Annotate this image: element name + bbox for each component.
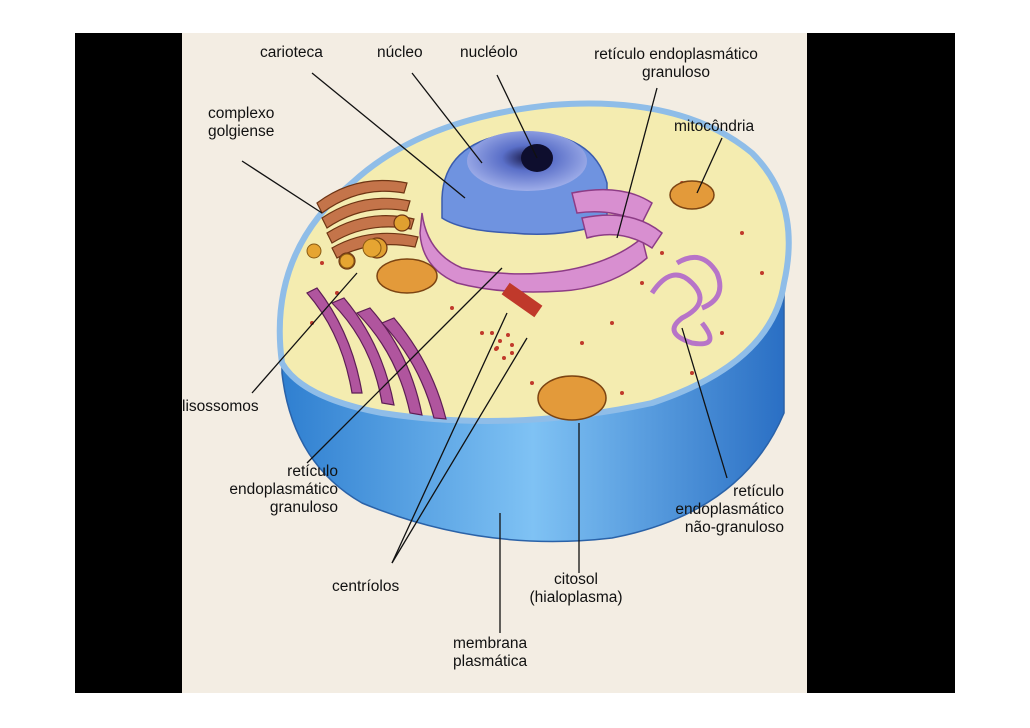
label-complexo-golgiense-line1: complexo — [208, 105, 275, 122]
label-nucleolo: nucléolo — [460, 44, 518, 61]
label-reticulo-nao-granuloso-line1: retículo — [733, 483, 784, 500]
label-reticulo-nao-granuloso-line3: não-granuloso — [684, 519, 784, 536]
rough-er-left — [306, 287, 447, 420]
label-reticulo-granuloso-left-line1: retículo — [287, 463, 338, 480]
cell-illustration — [182, 33, 807, 693]
label-reticulo-nao-granuloso: retículo endoplasmático não-granuloso — [634, 483, 784, 537]
label-membrana-plasmatica: membrana plasmática — [453, 635, 527, 671]
centrioles — [490, 282, 543, 351]
lysosomes — [306, 238, 382, 269]
label-pointer-lines — [241, 72, 728, 633]
label-centriolos: centríolos — [332, 578, 400, 595]
label-citosol: citosol (hialoplasma) — [518, 571, 634, 607]
label-reticulo-granuloso-left: retículo endoplasmático granuloso — [196, 463, 338, 517]
label-lisossomos: lisossomos — [182, 398, 259, 415]
mitochondria — [376, 180, 715, 421]
label-complexo-golgiense: complexo golgiense — [208, 105, 274, 141]
rough-er-top — [419, 188, 663, 293]
label-reticulo-granuloso-top-line1: retículo endoplasmático — [594, 46, 758, 63]
label-complexo-golgiense-line2: golgiense — [208, 123, 275, 140]
label-reticulo-granuloso-top: retículo endoplasmático granuloso — [567, 46, 785, 82]
label-citosol-line2: (hialoplasma) — [529, 589, 623, 606]
label-reticulo-granuloso-left-line2: endoplasmático — [229, 481, 338, 498]
smooth-er — [649, 254, 723, 347]
label-carioteca: carioteca — [260, 44, 323, 61]
label-reticulo-nao-granuloso-line2: endoplasmático — [675, 501, 784, 518]
label-reticulo-granuloso-left-line3: granuloso — [269, 499, 338, 516]
label-citosol-line1: citosol — [554, 571, 598, 588]
nucleus — [441, 131, 608, 235]
cell-diagram: carioteca núcleo nucléolo retículo endop… — [182, 33, 807, 693]
label-nucleo: núcleo — [377, 44, 423, 61]
label-mitocondria: mitocôndria — [674, 118, 755, 135]
label-reticulo-granuloso-top-line2: granuloso — [641, 64, 711, 81]
label-membrana-plasmatica-line1: membrana — [453, 635, 528, 652]
label-membrana-plasmatica-line2: plasmática — [453, 653, 528, 670]
